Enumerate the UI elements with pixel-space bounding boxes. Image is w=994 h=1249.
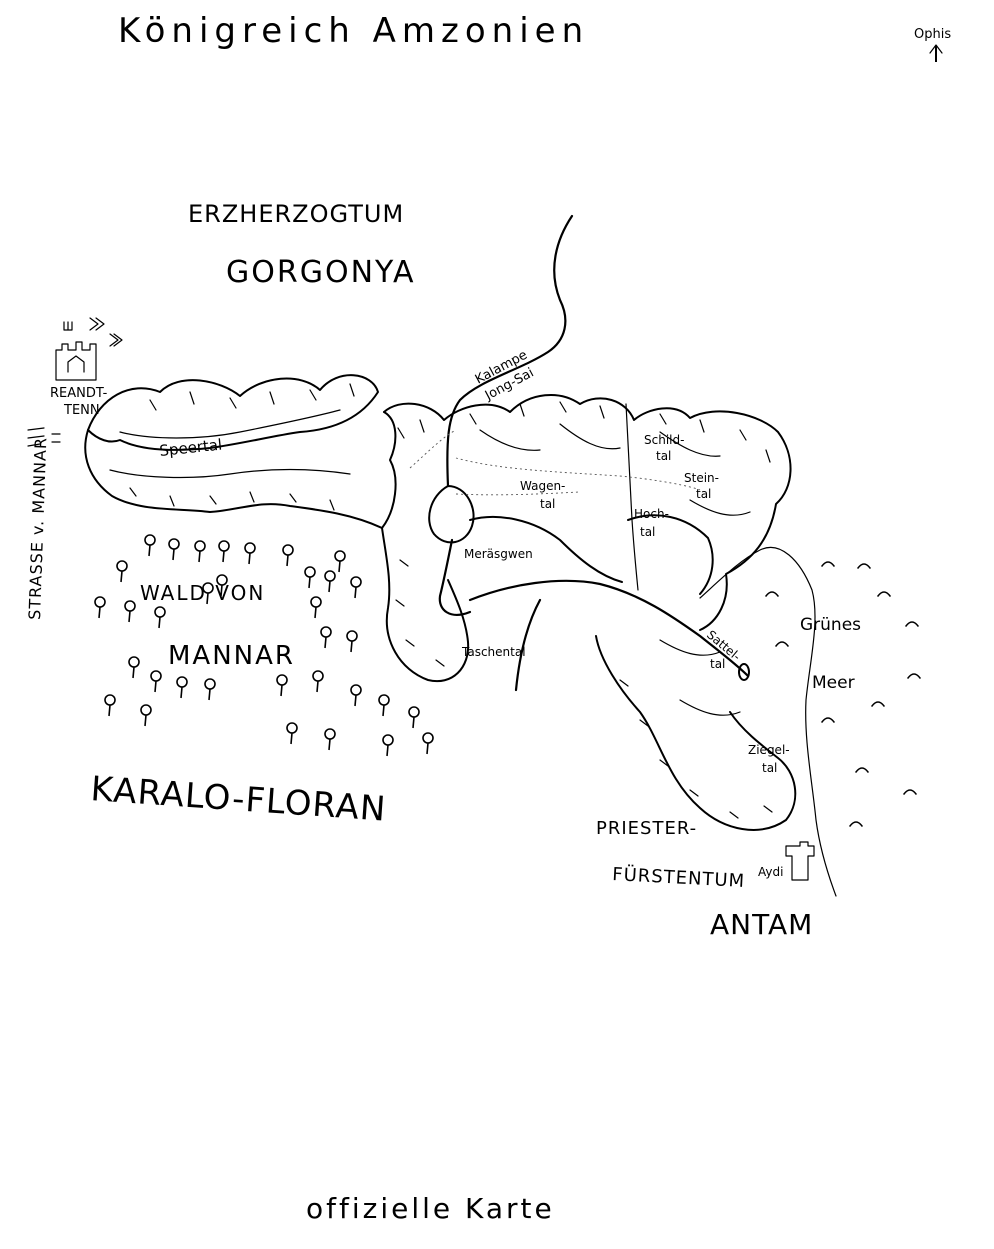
trails	[409, 429, 701, 496]
road-strasse-v-mannar: STRASSE v. MANNAR	[25, 427, 61, 621]
valley-wagental-2: tal	[540, 497, 555, 511]
tree-icon	[276, 674, 288, 697]
tree-icon	[150, 670, 162, 693]
tree-icon	[168, 538, 180, 561]
valley-sattel-2: tal	[710, 657, 725, 671]
valley-ziegeltal-2: tal	[762, 761, 777, 775]
city-aydi: Aydi	[758, 865, 783, 879]
tree-icon	[320, 626, 332, 649]
region-antam-line1: PRIESTER-	[596, 818, 697, 839]
compass-label: Ophis	[914, 27, 951, 42]
coastline	[699, 546, 837, 897]
region-antam-line2: FÜRSTENTUM	[612, 863, 746, 892]
valley-schildtal-2: tal	[656, 449, 671, 463]
tree-icon	[408, 706, 420, 729]
tree-icon	[350, 576, 362, 599]
valley-hochtal-2: tal	[640, 525, 655, 539]
forest-wald-von-mannar	[94, 534, 434, 757]
tree-icon	[194, 540, 206, 563]
tree-icon	[216, 574, 228, 597]
tree-icon	[244, 542, 256, 565]
north-arrow-icon	[929, 44, 943, 62]
tree-icon	[310, 596, 322, 619]
tree-icon	[176, 676, 188, 699]
tree-icon	[116, 560, 128, 583]
sea-label-line2: Meer	[812, 673, 855, 693]
region-forest-line2: MANNAR	[168, 641, 295, 671]
valley-steintal-2: tal	[696, 487, 711, 501]
tree-icon	[104, 694, 116, 717]
tree-icon	[140, 704, 152, 727]
tree-icon	[218, 540, 230, 563]
valley-taschental: Taschental	[461, 645, 526, 659]
tree-icon	[128, 656, 140, 679]
tree-icon	[282, 544, 294, 567]
tree-icon	[324, 570, 336, 593]
region-karalo-floran: KARALO-FLORAN	[89, 769, 387, 830]
city-reandttenn-line1: REANDT-	[50, 386, 108, 401]
tree-icon	[378, 694, 390, 717]
region-antam-line3: ANTAM	[710, 908, 813, 941]
road-label: STRASSE v. MANNAR	[25, 437, 50, 621]
rivers	[438, 214, 750, 692]
tree-icon	[202, 582, 214, 605]
castle-icon	[55, 317, 123, 381]
sea-label-line1: Grünes	[800, 615, 861, 635]
sea-waves	[765, 561, 921, 827]
tree-icon	[312, 670, 324, 693]
mountain-range-central	[381, 394, 797, 831]
tree-icon	[154, 606, 166, 629]
valley-hochtal-1: Hoch-	[634, 507, 669, 521]
city-reandttenn-line2: TENN	[63, 403, 100, 418]
tree-icon	[422, 732, 434, 755]
lake-shape	[428, 485, 475, 544]
tree-icon	[94, 596, 106, 619]
valley-speertal: Speertal	[159, 435, 223, 459]
valley-ziegeltal-1: Ziegel-	[748, 743, 790, 757]
tree-icon	[334, 550, 346, 573]
tree-icon	[286, 722, 298, 745]
tree-icon	[324, 728, 336, 751]
compass: Ophis	[914, 27, 951, 62]
region-gorgonya: ERZHERZOGTUM GORGONYA	[188, 200, 416, 290]
temple-icon	[785, 841, 815, 881]
place-merasgwen: Meräsgwen	[464, 547, 533, 561]
region-gorgonya-line1: ERZHERZOGTUM	[188, 200, 404, 228]
tree-icon	[350, 684, 362, 707]
tree-icon	[382, 734, 394, 757]
region-gorgonya-line2: GORGONYA	[226, 255, 416, 290]
tree-icon	[204, 678, 216, 701]
tree-icon	[304, 566, 316, 589]
region-forest-line1: WALD VON	[140, 581, 265, 605]
map-footer: offizielle Karte	[306, 1192, 555, 1225]
mountain-range-north	[84, 374, 397, 529]
valley-wagental-1: Wagen-	[520, 479, 565, 493]
valley-schildtal-1: Schild-	[644, 433, 684, 447]
tree-icon	[124, 600, 136, 623]
map-title: Königreich Amzonien	[118, 11, 589, 51]
valley-steintal-1: Stein-	[684, 471, 719, 485]
tree-icon	[346, 630, 358, 653]
tree-icon	[144, 534, 156, 557]
